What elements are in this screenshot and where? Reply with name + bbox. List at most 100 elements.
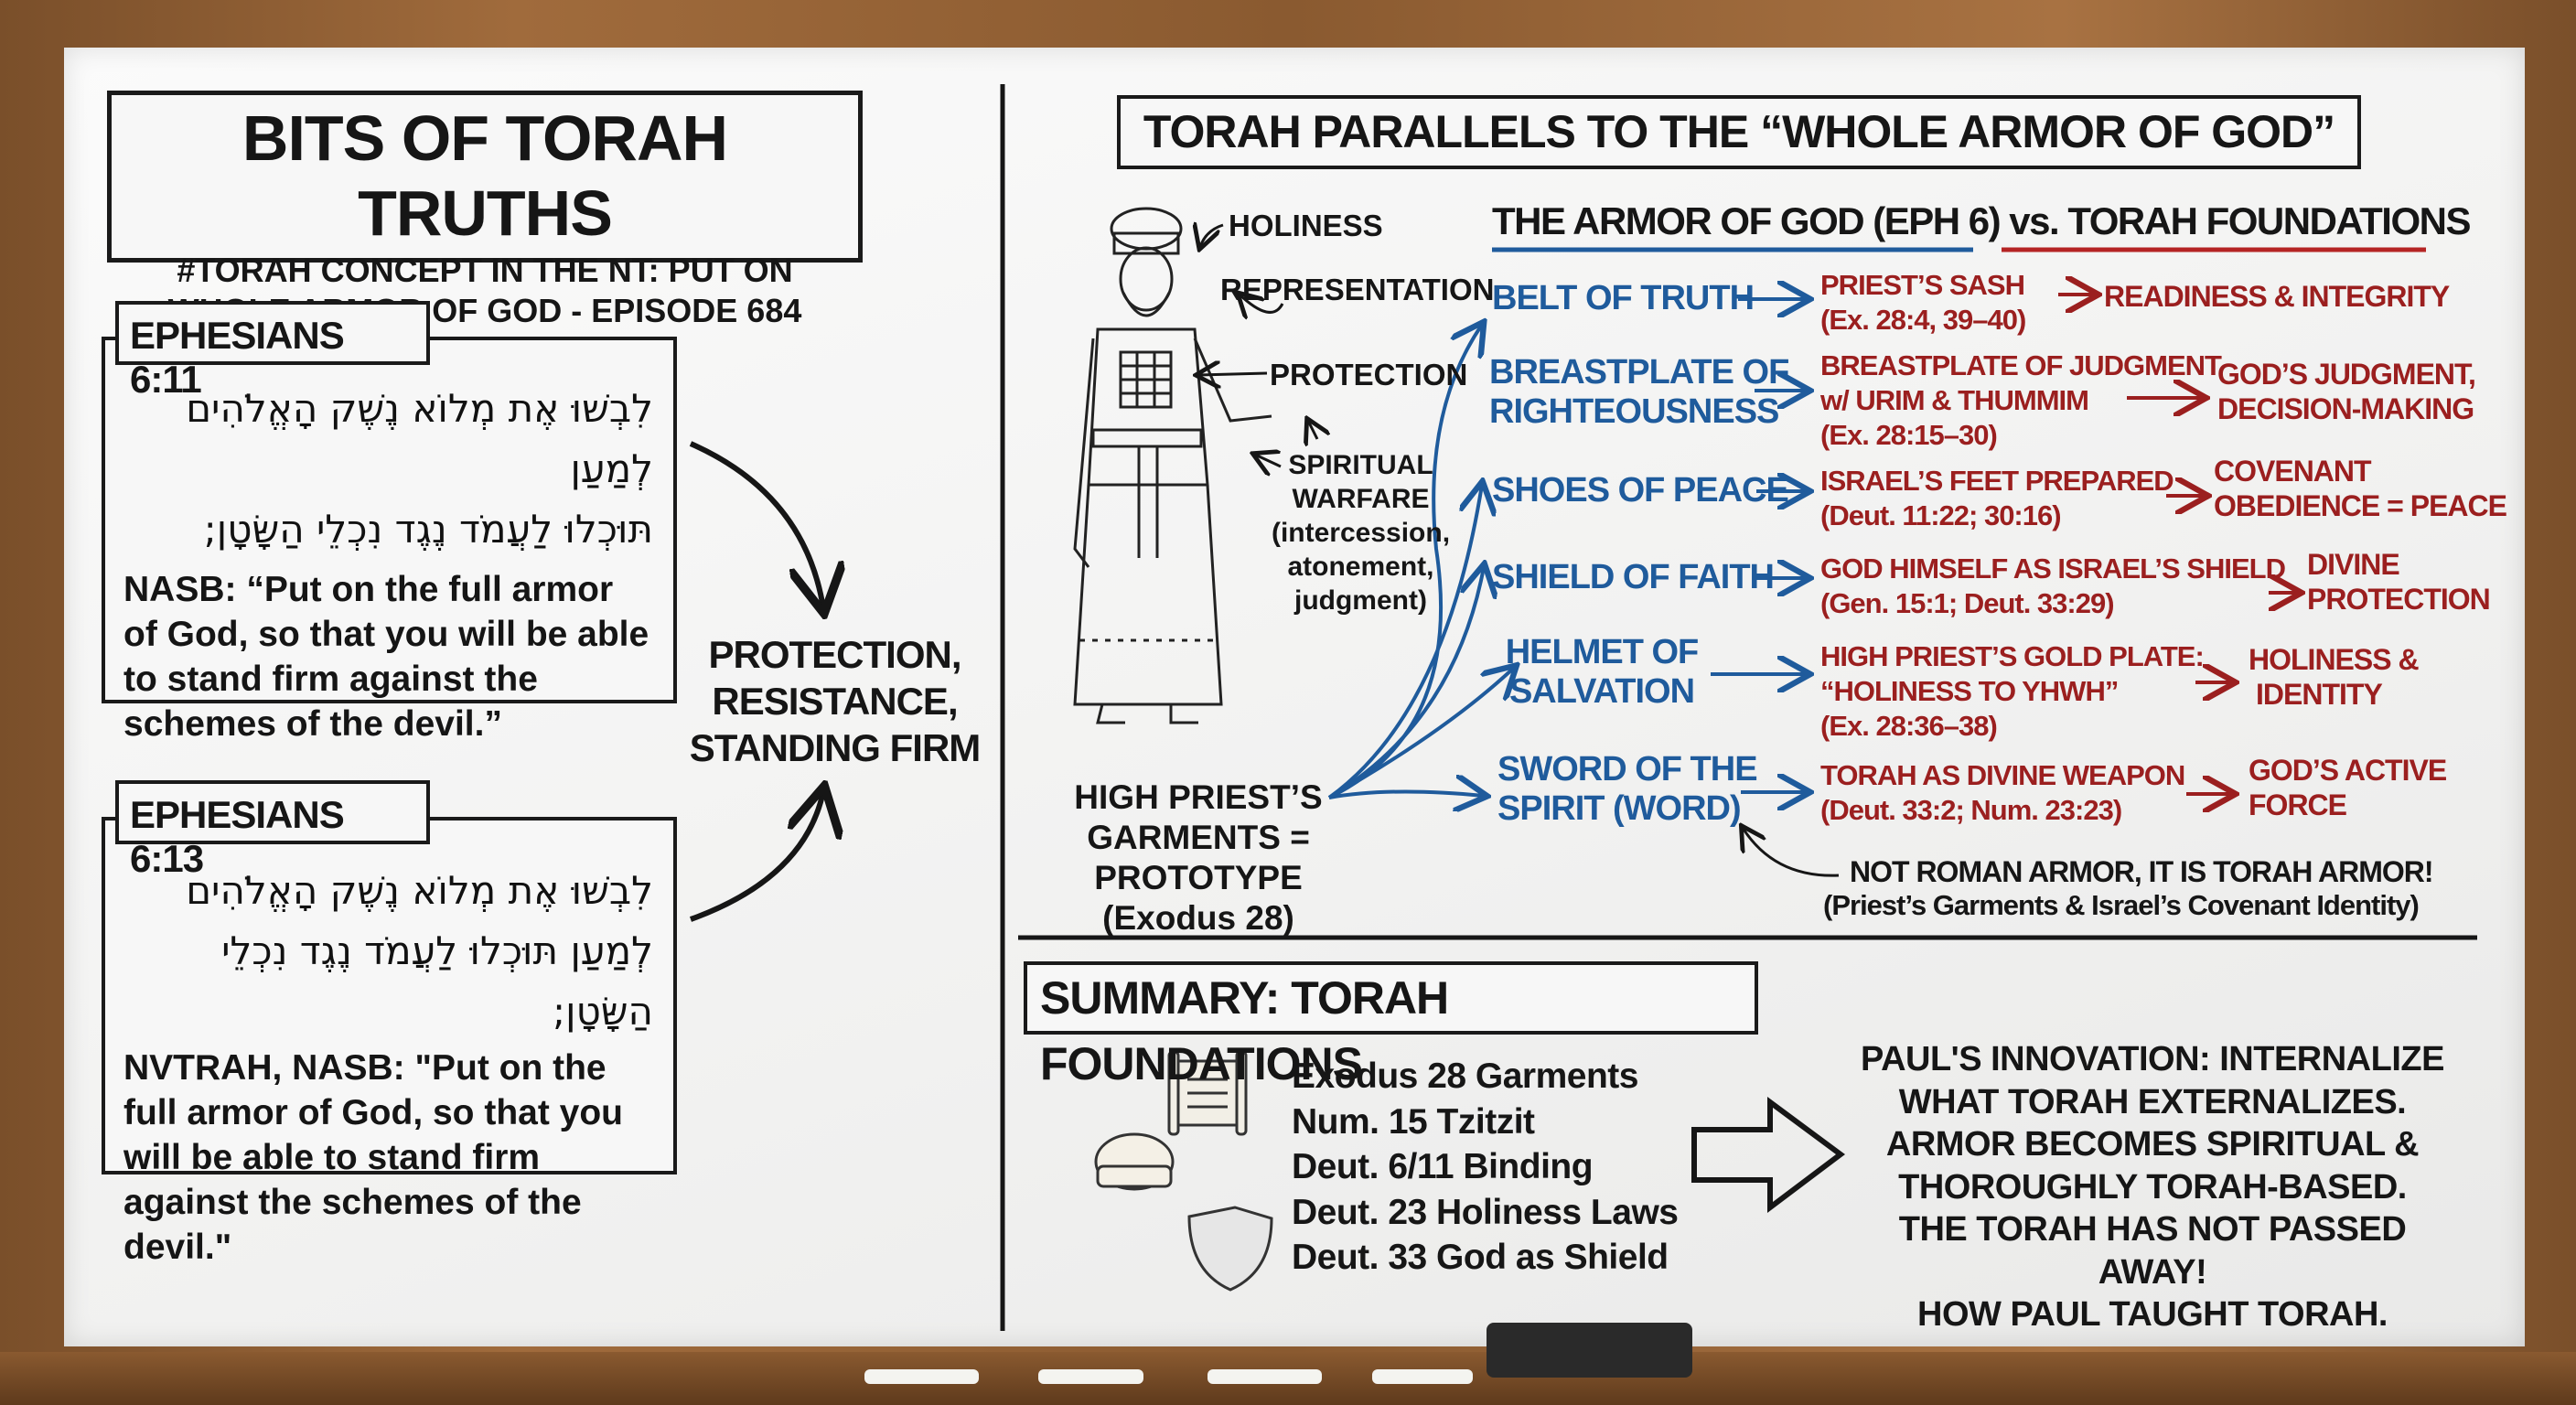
heading-vs: vs.: [2009, 199, 2059, 242]
torah-shield: GOD HIMSELF AS ISRAEL’S SHIELD(Gen. 15:1…: [1820, 552, 2286, 621]
heading-torah: TORAH FOUNDATIONS: [2067, 199, 2471, 242]
curved-arrow-down: [689, 441, 823, 608]
label-spiritual-warfare: SPIRITUAL WARFARE (intercession, atoneme…: [1267, 448, 1454, 617]
verse-label: EPHESIANS 6:13: [130, 793, 345, 880]
hebrew-line: לְמַעַן תּוּכְלוּ לַעֲמֹד נֶגֶד נִכְלֵי …: [221, 928, 653, 1034]
verse-label: EPHESIANS 6:11: [130, 314, 345, 401]
meaning-text: READINESS & INTEGRITY: [2104, 280, 2450, 313]
torah-text: “HOLINESS TO YHWH”: [1820, 675, 2119, 707]
armor-text: RIGHTEOUSNESS: [1489, 392, 1779, 431]
note-line1: NOT ROMAN ARMOR, IT IS TORAH ARMOR!: [1850, 855, 2434, 888]
chalk: [1208, 1369, 1322, 1384]
label-line: judgment): [1294, 585, 1427, 616]
armor-text: HELMET OF: [1505, 633, 1700, 671]
meaning-text: DECISION-MAKING: [2217, 392, 2474, 425]
torah-text: PRIEST’S SASH: [1820, 269, 2025, 301]
summary-item: Deut. 23 Holiness Laws: [1292, 1192, 1679, 1232]
nasb-text: NASB: “Put on the full armor of God, so …: [123, 570, 649, 744]
meaning-judgment: GOD’S JUDGMENT,DECISION-MAKING: [2217, 357, 2476, 426]
summary-item: Deut. 6/11 Binding: [1292, 1147, 1594, 1186]
verse-label-6-13: EPHESIANS 6:13: [115, 780, 430, 880]
torah-text: (Ex. 28:4, 39–40): [1820, 304, 2026, 336]
meaning-text: PROTECTION: [2307, 583, 2491, 616]
torah-text: (Ex. 28:15–30): [1820, 419, 1998, 451]
scroll-icon: [1167, 1050, 1248, 1136]
meaning-text: COVENANT: [2214, 455, 2372, 488]
meaning-text: GOD’S ACTIVE: [2249, 754, 2447, 787]
torah-text: (Deut. 33:2; Num. 23:23): [1820, 794, 2122, 826]
hebrew-line: תּוּכְלוּ לַעֲמֹד נֶגֶד נִכְלֵי הַשָּׂטָ…: [203, 507, 653, 552]
label-line: (intercession,: [1271, 518, 1451, 548]
summary-item: Num. 15 Tzitzit: [1292, 1101, 1535, 1142]
armor-text: SALVATION: [1508, 672, 1695, 711]
shield-icon: [1187, 1206, 1273, 1292]
meaning-text: GOD’S JUDGMENT,: [2217, 358, 2476, 391]
torah-text: w/ URIM & THUMMIM: [1820, 384, 2089, 416]
priest-hat-icon: [1094, 1132, 1175, 1191]
note-arrow: [1743, 828, 1840, 877]
center-summary: PROTECTION, RESISTANCE, STANDING FIRM: [677, 631, 993, 771]
torah-text: GOD HIMSELF AS ISRAEL’S SHIELD: [1820, 552, 2286, 585]
armor-text: SHIELD OF FAITH: [1492, 558, 1775, 596]
torah-sash: PRIEST’S SASH(Ex. 28:4, 39–40): [1820, 268, 2026, 338]
torah-text: TORAH AS DIVINE WEAPON: [1820, 759, 2185, 791]
pointer-arrow: [1308, 421, 1317, 439]
meaning-text: OBEDIENCE = PEACE: [2214, 489, 2507, 522]
note-line2: (Priest’s Garments & Israel’s Covenant I…: [1823, 889, 2420, 921]
meaning-text: DIVINE: [2307, 548, 2400, 581]
pointer-arrow: [1240, 295, 1284, 312]
label-line: WARFARE: [1292, 484, 1430, 514]
conclusion-line: ARMOR BECOMES SPIRITUAL &: [1885, 1125, 2420, 1164]
torah-weapon: TORAH AS DIVINE WEAPON(Deut. 33:2; Num. …: [1820, 758, 2185, 828]
meaning-text: IDENTITY: [2256, 678, 2383, 711]
conclusion-line: HOW PAUL TAUGHT TORAH.: [1917, 1295, 2388, 1334]
big-arrow-icon: [1691, 1097, 1846, 1214]
hebrew-line: לִבְשׁוּ אֶת מְלוֹא נֶשֶׁק הָאֱלֹהִים לְ…: [186, 386, 653, 491]
nasb-text: NVTRAH, NASB: "Put on the full armor of …: [123, 1048, 623, 1267]
torah-text: BREASTPLATE OF JUDGMENT: [1820, 349, 2222, 381]
torah-feet: ISRAEL’S FEET PREPARED(Deut. 11:22; 30:1…: [1820, 464, 2174, 533]
torah-text: ISRAEL’S FEET PREPARED: [1820, 465, 2174, 497]
conclusion-line: THOROUGHLY TORAH-BASED.: [1898, 1167, 2407, 1207]
conclusion-line: WHAT TORAH EXTERNALIZES.: [1898, 1082, 2407, 1121]
label-holiness: HOLINESS: [1229, 209, 1383, 242]
meaning-identity: HOLINESS &IDENTITY: [2249, 642, 2420, 712]
conclusion-text: PAUL'S INNOVATION: INTERNALIZE WHAT TORA…: [1848, 1038, 2457, 1336]
caption-line: GARMENTS = PROTOTYPE: [1087, 819, 1310, 896]
pointer-arrow: [1198, 373, 1268, 375]
torah-gold-plate: HIGH PRIEST’S GOLD PLATE:“HOLINESS TO YH…: [1820, 639, 2205, 744]
comparison-heading: THE ARMOR OF GOD (EPH 6) vs. TORAH FOUND…: [1492, 199, 2471, 243]
armor-text: BELT OF TRUTH: [1492, 279, 1755, 317]
right-title: TORAH PARALLELS TO THE “WHOLE ARMOR OF G…: [1143, 106, 2335, 157]
summary-item: Exodus 28 Garments: [1292, 1056, 1638, 1096]
label-line: SPIRITUAL: [1288, 450, 1433, 480]
heading-armor: THE ARMOR OF GOD (EPH 6): [1492, 199, 2002, 242]
fan-arrow: [1328, 668, 1514, 799]
center-line: PROTECTION,: [708, 633, 961, 676]
torah-text: (Ex. 28:36–38): [1820, 710, 1998, 742]
armor-text: SWORD OF THE: [1497, 750, 1758, 788]
armor-shield: SHIELD OF FAITH: [1492, 558, 1775, 597]
fan-arrow: [1328, 791, 1484, 798]
subtitle-line1: #TORAH CONCEPT IN THE NT: PUT ON: [177, 252, 793, 289]
page-title: BITS OF TORAH TRUTHS: [242, 102, 728, 249]
summary-title-box: SUMMARY: TORAH FOUNDATIONS: [1024, 961, 1758, 1089]
curved-arrow-up: [689, 791, 823, 922]
torah-text: (Gen. 15:1; Deut. 33:29): [1820, 587, 2115, 619]
label-line: atonement,: [1287, 552, 1434, 582]
chalk: [1372, 1369, 1473, 1384]
conclusion-line: PAUL'S INNOVATION: INTERNALIZE: [1861, 1040, 2444, 1078]
armor-text: BREASTPLATE OF: [1489, 353, 1789, 391]
meaning-integrity: READINESS & INTEGRITY: [2104, 279, 2450, 314]
chalk: [1038, 1369, 1143, 1384]
eraser: [1487, 1323, 1692, 1378]
summary-list: Exodus 28 Garments Num. 15 Tzitzit Deut.…: [1292, 1054, 1679, 1281]
torah-text: HIGH PRIEST’S GOLD PLATE:: [1820, 640, 2205, 672]
meaning-text: HOLINESS &: [2249, 643, 2420, 676]
